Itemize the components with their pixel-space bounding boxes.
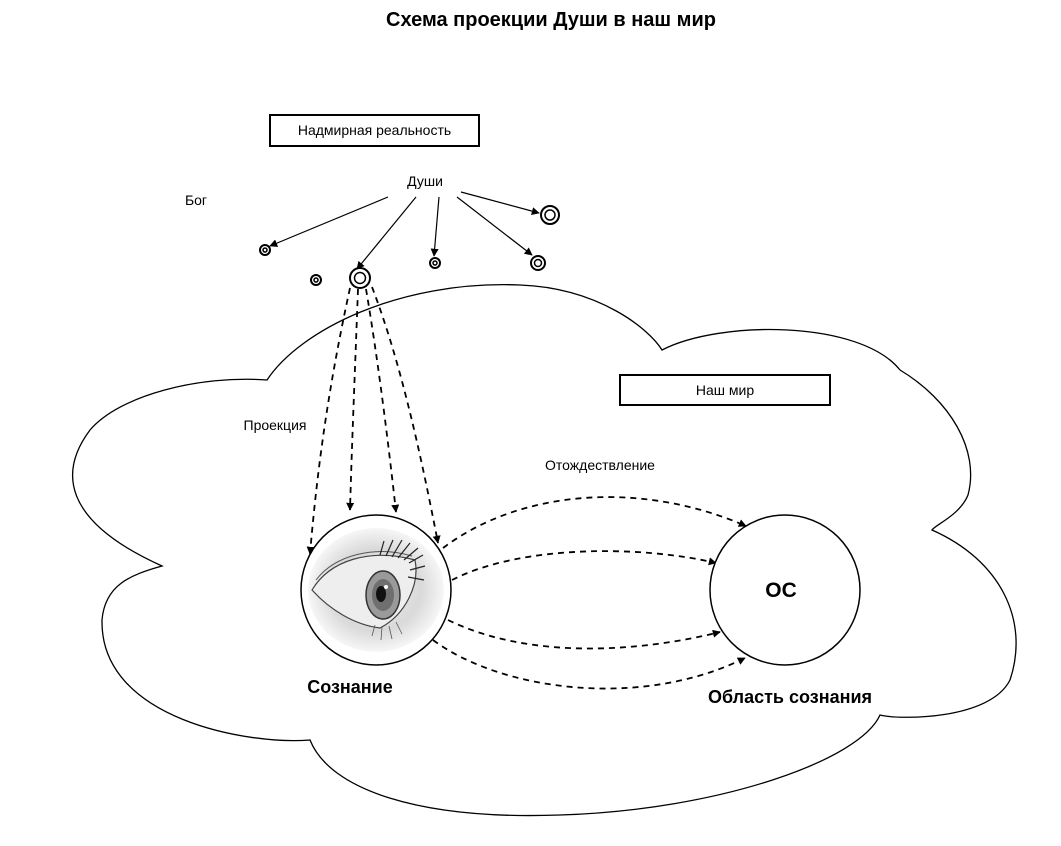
projection-arrow-4 [371,286,441,544]
consciousness-label: Сознание [307,677,393,697]
identification-arrow-2 [451,550,717,581]
double-ring-icon [349,267,371,289]
double-ring-icon [259,244,271,256]
identification-arrow-1 [442,496,747,549]
os-circle [709,514,861,666]
consciousness-area-label: Область сознания [708,687,872,707]
double-ring-icon [310,274,322,286]
projection-arrow-1 [306,287,351,555]
projection-arrow-2 [346,288,359,511]
soul-arrow-4 [456,196,533,256]
identification-arrow-3 [447,619,721,650]
souls-label: Души [407,173,443,189]
our-world-box [619,374,831,406]
soul-arrow-5 [460,191,540,215]
soul-arrow-2 [356,196,417,270]
identification-label: Отождествление [545,457,655,473]
soul-arrow-1 [269,196,389,247]
identification-arrow-4 [432,639,746,690]
projection-label: Проекция [244,417,307,433]
diagram-title: Схема проекции Души в наш мир [386,9,716,31]
supraworld-box [269,114,480,147]
double-ring-icon [530,255,546,271]
os-label: ОС [765,579,797,602]
soul-arrow-3 [430,196,440,257]
supraworld-label: Надмирная реальность [298,122,451,138]
our-world-label: Наш мир [696,382,754,398]
projection-arrow-3 [365,288,400,513]
eye-icon [308,528,444,652]
double-ring-icon [540,205,560,225]
double-ring-icon [429,257,441,269]
god-label: Бог [185,192,207,208]
our-world-cloud [72,284,1017,817]
